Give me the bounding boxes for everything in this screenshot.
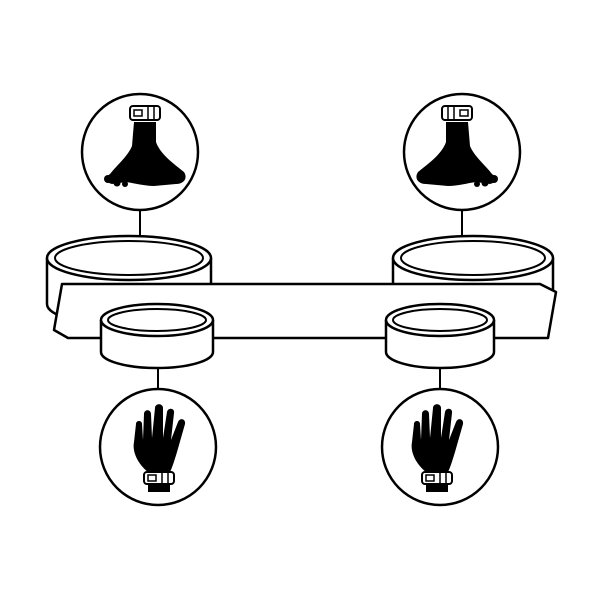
callout-wrist-right (380, 387, 500, 507)
callout-wrist-left (98, 387, 218, 507)
wrist-cuff-left (99, 302, 215, 370)
callout-ankle-left (80, 92, 200, 212)
callout-ankle-right (402, 92, 522, 212)
wrist-cuff-right (384, 302, 496, 370)
